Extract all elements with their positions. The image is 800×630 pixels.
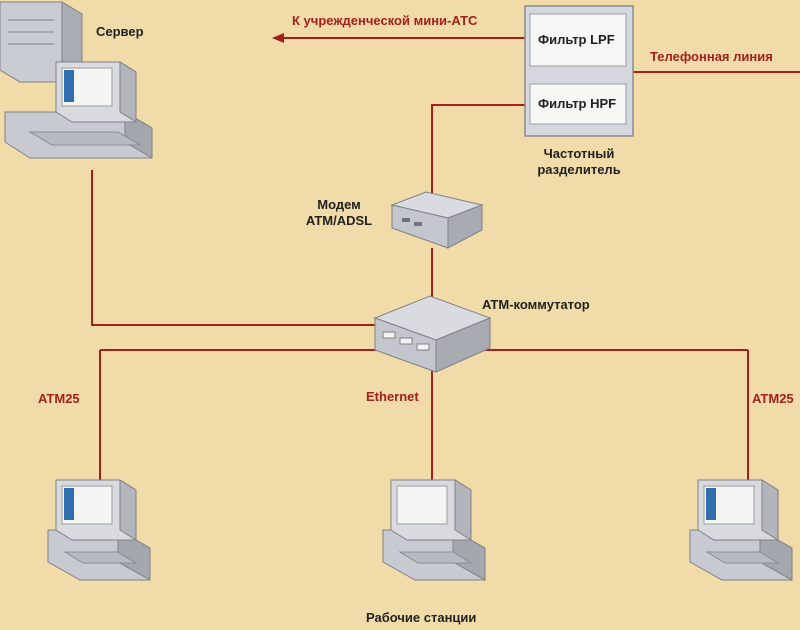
arrow-head xyxy=(272,33,284,43)
atm-switch-label: ATM-коммутатор xyxy=(482,297,590,312)
splitter-label: Частотный разделитель xyxy=(533,146,625,178)
filter-lpf-label: Фильтр LPF xyxy=(538,32,615,47)
modem-label: Модем ATM/ADSL xyxy=(300,197,378,229)
filter-lpf-panel xyxy=(529,13,627,67)
link-server-switch xyxy=(91,170,375,326)
workstation-center xyxy=(382,479,486,581)
connections xyxy=(91,33,800,482)
splitter-box xyxy=(524,5,634,137)
phone-line-label: Телефонная линия xyxy=(650,49,773,64)
workstation-left xyxy=(47,479,151,581)
pbx-arrow-label: К учрежденческой мини-АТС xyxy=(292,13,478,28)
server-computer xyxy=(0,1,153,159)
modem-label-line1: Модем xyxy=(317,197,361,212)
adsl-modem xyxy=(390,191,484,249)
ethernet-label: Ethernet xyxy=(366,389,419,404)
filter-hpf-panel xyxy=(529,83,627,125)
server-label: Сервер xyxy=(96,24,144,39)
atm-switch xyxy=(373,295,492,373)
filter-hpf-label: Фильтр HPF xyxy=(538,96,617,111)
atm25-right-label: ATM25 xyxy=(752,391,794,406)
modem-label-line2: ATM/ADSL xyxy=(305,213,373,228)
workstations-label: Рабочие станции xyxy=(366,610,477,625)
workstation-right xyxy=(689,479,793,581)
splitter-label-line1: Частотный xyxy=(543,146,615,161)
link-hpf-modem xyxy=(431,104,525,195)
splitter-label-line2: разделитель xyxy=(537,162,621,177)
atm25-left-label: ATM25 xyxy=(38,391,80,406)
